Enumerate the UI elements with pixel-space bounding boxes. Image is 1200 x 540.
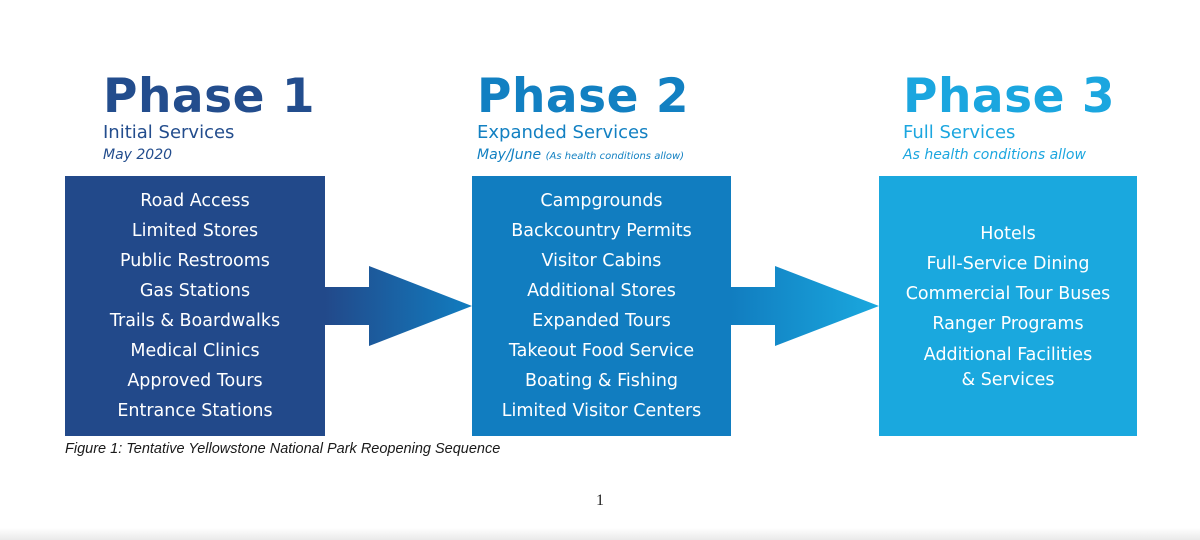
arrow-phase2-to-phase3-icon (731, 266, 879, 346)
phase-2-service-item: Limited Visitor Centers (501, 401, 702, 421)
phase-1-title: Phase 1 (103, 69, 316, 124)
phase-1-services-box: Road Access Limited Stores Public Restro… (65, 176, 325, 436)
phase-1-service-item: Gas Stations (139, 281, 251, 301)
phase-1-service-item: Road Access (140, 191, 250, 211)
phase-3-service-item: Hotels (980, 224, 1036, 244)
phase-2-service-item: Boating & Fishing (524, 371, 679, 391)
phase-2-date-note: (As health conditions allow) (545, 151, 685, 162)
phase-1-service-item: Limited Stores (131, 221, 259, 241)
phase-2-subtitle: Expanded Services (477, 122, 649, 143)
phase-3-service-item: Ranger Programs (932, 314, 1084, 334)
phase-2-service-item: Backcountry Permits (511, 221, 692, 241)
phase-3-header: Phase 3 Full Services As health conditio… (903, 70, 1200, 164)
phase-1-services-list: Road Access Limited Stores Public Restro… (110, 186, 280, 426)
phase-2-title: Phase 2 (477, 69, 690, 124)
phase-2-services-box: Campgrounds Backcountry Permits Visitor … (472, 176, 731, 436)
phase-2-service-item: Expanded Tours (532, 311, 671, 331)
phase-2-service-item: Additional Stores (527, 281, 676, 301)
phase-1-header: Phase 1 Initial Services May 2020 (103, 70, 403, 164)
page-bottom-divider (0, 528, 1200, 540)
phase-3-service-item: Additional Facilities & Services (923, 345, 1093, 390)
phase-2-date-text: May/June (477, 147, 542, 163)
phase-3-service-item: Commercial Tour Buses (905, 284, 1111, 304)
phase-2-header: Phase 2 Expanded Services May/June (As h… (477, 70, 777, 166)
figure-caption: Figure 1: Tentative Yellowstone National… (65, 441, 501, 457)
phase-3-services-box: Hotels Full-Service Dining Commercial To… (879, 176, 1137, 436)
phase-3-date: As health conditions allow (903, 146, 1200, 164)
phase-2-services-list: Campgrounds Backcountry Permits Visitor … (502, 186, 702, 426)
phase-2-service-item: Campgrounds (540, 191, 663, 211)
phase-3-services-list: Hotels Full-Service Dining Commercial To… (906, 219, 1111, 393)
phase-3-date-text: As health conditions allow (903, 147, 1086, 163)
page-number: 1 (596, 492, 604, 509)
phase-1-service-item: Approved Tours (127, 371, 263, 391)
phase-2-date: May/June (As health conditions allow) (477, 146, 777, 166)
phase-1-service-item: Medical Clinics (130, 341, 260, 361)
phase-1-date: May 2020 (103, 146, 403, 164)
phase-3-title: Phase 3 (903, 69, 1116, 124)
phase-1-date-text: May 2020 (103, 147, 173, 163)
phase-2-service-item: Takeout Food Service (508, 341, 695, 361)
phase-1-service-item: Public Restrooms (120, 251, 270, 271)
phase-1-service-item: Entrance Stations (117, 401, 273, 421)
phase-1-service-item: Trails & Boardwalks (109, 311, 281, 331)
phase-3-service-item: Full-Service Dining (926, 254, 1090, 274)
phase-3-subtitle: Full Services (903, 122, 1016, 143)
phase-2-service-item: Visitor Cabins (541, 251, 662, 271)
arrow-phase1-to-phase2-icon (325, 266, 472, 346)
phase-1-subtitle: Initial Services (103, 122, 235, 143)
